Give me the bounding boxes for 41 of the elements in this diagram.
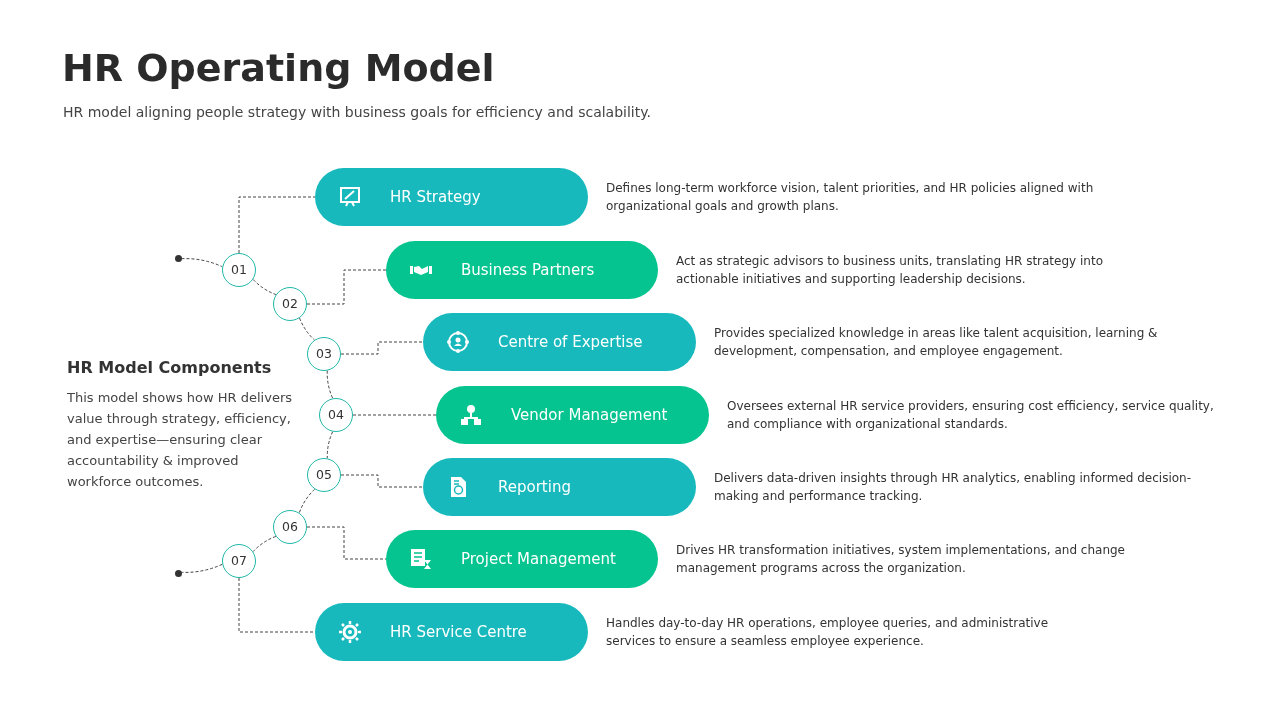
description-text: Delivers data-driven insights through HR analytics, enabling informed decision-making and performance tracking.	[714, 470, 1193, 505]
connector-line	[238, 577, 316, 633]
title: HR Operating Model	[62, 46, 495, 90]
description-text: Defines long-term workforce vision, talent priorities, and HR policies aligned with organizational goals and growth plans.	[606, 180, 1095, 215]
pill-label: HR Strategy	[390, 187, 481, 208]
connector-line	[180, 258, 223, 268]
connector-line	[252, 278, 277, 296]
connector-line	[238, 196, 316, 254]
connector-line	[340, 474, 424, 488]
connector-line	[299, 317, 315, 341]
step-number: 05	[307, 458, 341, 492]
description-text: Drives HR transformation initiatives, system implementations, and change management programs across the organization.	[676, 542, 1126, 577]
connector-line	[326, 431, 334, 459]
pill-label: Business Partners	[461, 260, 595, 281]
connector-line	[180, 563, 223, 573]
description-text: This model shows how HR delivers value through strategy, efficiency, and expertise—ensuring clear accountability & improved workforce outcomes.	[67, 389, 292, 491]
description-text: Oversees external HR service providers, ensuring cost efficiency, service quality, and compliance with organizational standards.	[727, 398, 1215, 433]
pill-label: Vendor Management	[511, 405, 668, 426]
pill-label: Reporting	[498, 477, 571, 498]
connector-line	[340, 341, 424, 355]
description-text: Handles day-to-day HR operations, employee queries, and administrative services to ensure a seamless employee experience.	[606, 615, 1049, 650]
step-number: 03	[307, 337, 341, 371]
step-number: 01	[222, 253, 256, 287]
connector-line	[252, 535, 277, 553]
step-number: 04	[319, 398, 353, 432]
pill-label: Project Management	[461, 549, 616, 570]
description-text: Act as strategic advisors to business units, translating HR strategy into actionable initiatives and supporting leadership decisions.	[676, 253, 1104, 288]
connector-line	[306, 269, 387, 305]
pill-label: Centre of Expertise	[498, 332, 643, 353]
step-number: 06	[273, 510, 307, 544]
connector-line	[326, 370, 334, 399]
dot-marker	[174, 254, 182, 262]
step-number: 07	[222, 544, 256, 578]
connector-line	[352, 414, 437, 416]
section-heading: HR Model Components	[67, 358, 272, 377]
connector-line	[298, 488, 316, 514]
subtitle: HR model aligning people strategy with business goals for efficiency and scalability.	[63, 104, 651, 120]
description-text: Provides specialized knowledge in areas like talent acquisition, learning & development, compensation, and employee engagement.	[714, 325, 1159, 360]
pill-label: HR Service Centre	[390, 622, 527, 643]
step-number: 02	[273, 287, 307, 321]
dot-marker	[174, 569, 182, 577]
